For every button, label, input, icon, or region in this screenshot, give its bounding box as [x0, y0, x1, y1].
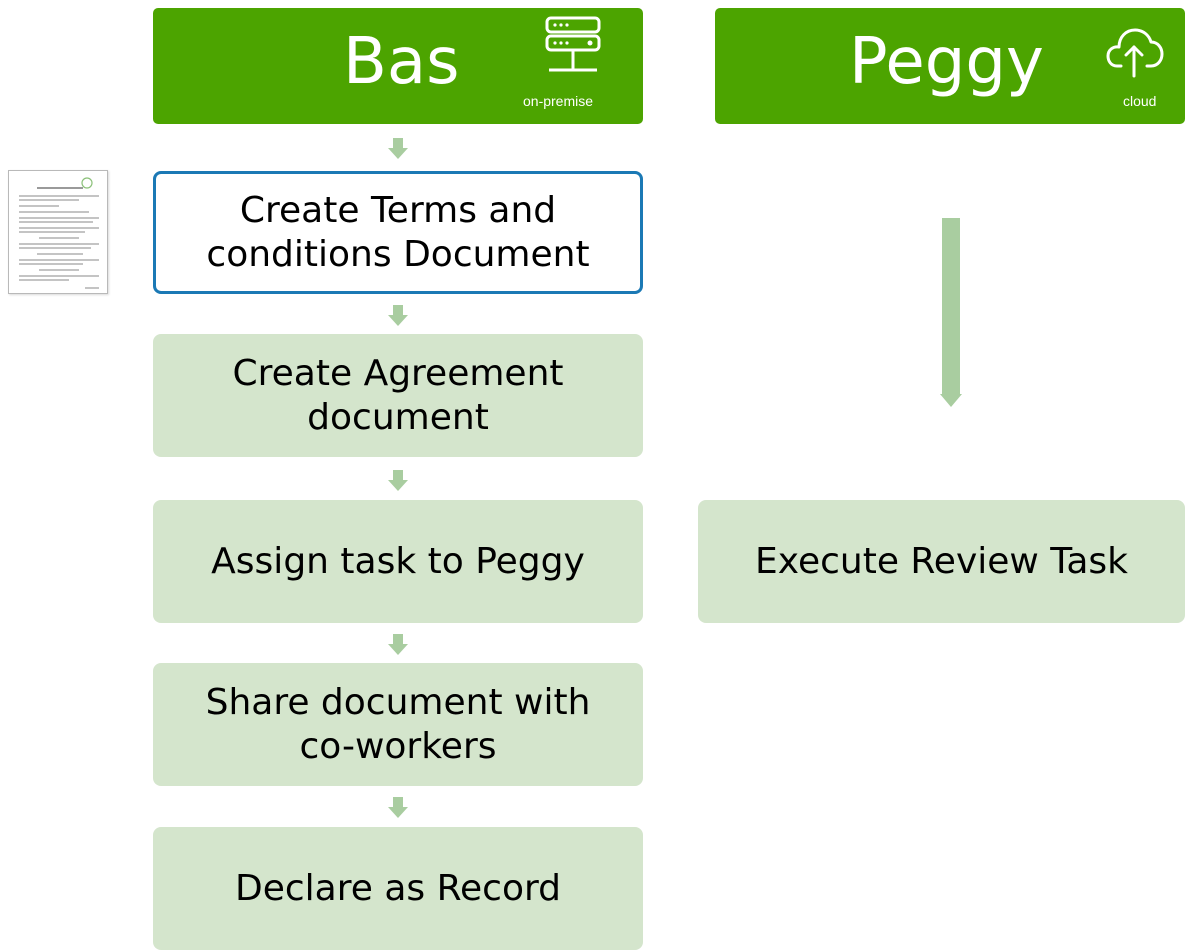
step-label: Create Agreement document: [232, 352, 564, 438]
step-label: Assign task to Peggy: [211, 540, 585, 582]
step-share-document-with-coworkers[interactable]: Share document with co-workers: [153, 663, 643, 786]
step-label: Create Terms and conditions Document: [206, 189, 590, 275]
flow-arrow-3: [388, 470, 408, 491]
lane-sublabel-bas: on-premise: [523, 93, 594, 109]
document-thumbnail-icon: [8, 170, 108, 294]
cloud-upload-icon: [1106, 28, 1164, 78]
step-create-terms-document[interactable]: Create Terms and conditions Document: [153, 171, 643, 294]
lane-header-peggy: Peggy cloud: [715, 8, 1185, 124]
lane-header-bas: Bas on-premise: [153, 8, 643, 124]
lane-title-peggy: Peggy: [849, 25, 1044, 99]
step-label: Declare as Record: [235, 867, 561, 909]
server-icon: [545, 16, 601, 72]
flow-arrow-2: [388, 305, 408, 326]
step-create-agreement-document[interactable]: Create Agreement document: [153, 334, 643, 457]
step-label: Share document with co-workers: [205, 681, 591, 767]
step-execute-review-task[interactable]: Execute Review Task: [698, 500, 1185, 623]
step-label: Execute Review Task: [755, 540, 1128, 582]
step-declare-as-record[interactable]: Declare as Record: [153, 827, 643, 950]
flow-arrow-peggy: [940, 218, 962, 407]
lane-title-bas: Bas: [343, 25, 460, 99]
lane-sublabel-peggy: cloud: [1123, 93, 1157, 109]
flow-arrow-4: [388, 634, 408, 655]
flow-arrow-5: [388, 797, 408, 818]
flow-arrow-1: [388, 138, 408, 159]
step-assign-task-to-peggy[interactable]: Assign task to Peggy: [153, 500, 643, 623]
